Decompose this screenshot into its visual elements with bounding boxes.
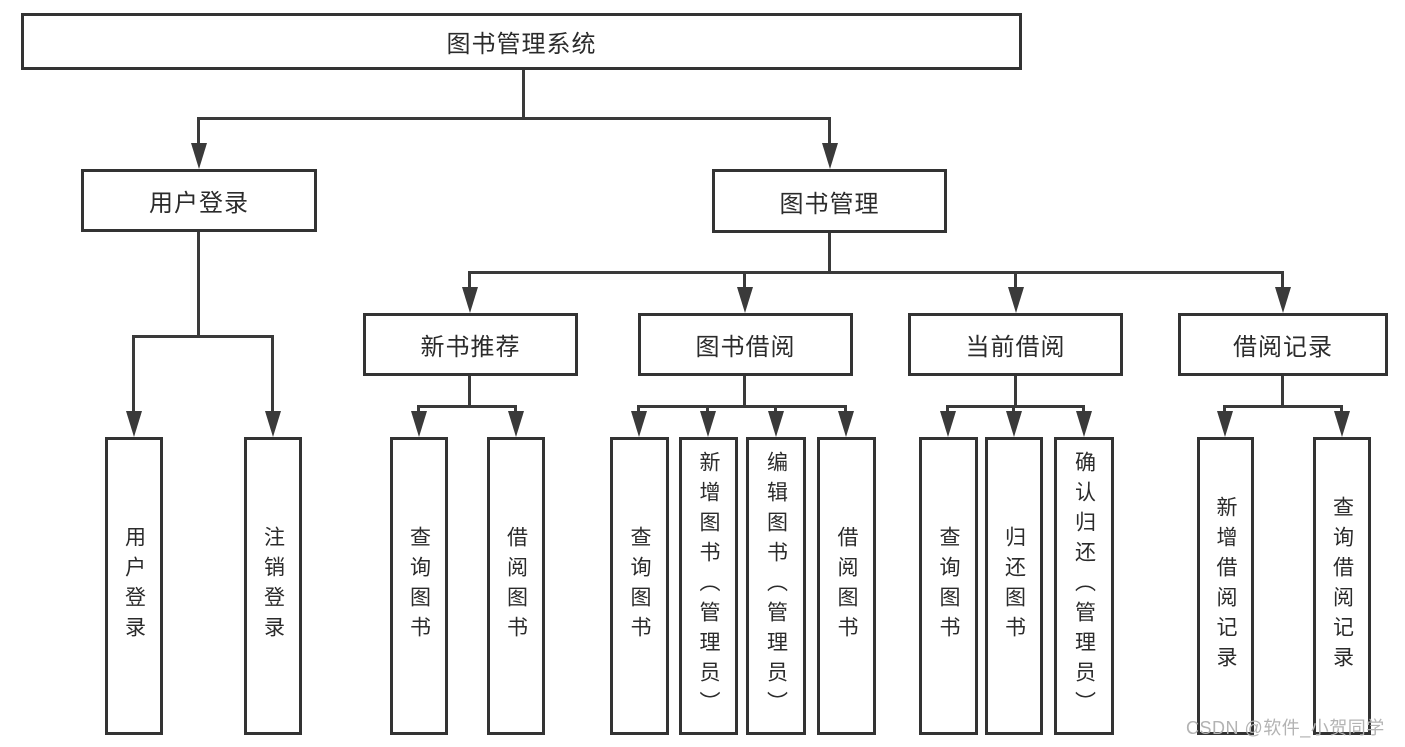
node-label: 当前借阅 xyxy=(965,334,1066,361)
connector-line xyxy=(743,376,746,407)
leaf-label: 新增图书（管理员） xyxy=(697,451,720,721)
leaf-query-borrow-record: 查询借阅记录 xyxy=(1313,437,1371,735)
arrow-down-icon xyxy=(768,411,784,437)
node-label: 图书借阅 xyxy=(695,334,796,361)
leaf-label: 查询图书 xyxy=(628,526,651,646)
leaf-label: 借阅图书 xyxy=(835,526,858,646)
leaf-return-books: 归还图书 xyxy=(985,437,1043,735)
leaf-query-books: 查询图书 xyxy=(390,437,448,735)
connector-line xyxy=(1014,271,1017,289)
leaf-label: 注销登录 xyxy=(261,526,285,646)
leaf-label: 查询借阅记录 xyxy=(1330,496,1354,676)
leaf-edit-books-admin: 编辑图书（管理员） xyxy=(746,437,806,735)
leaf-borrow-books: 借阅图书 xyxy=(487,437,545,735)
connector-line xyxy=(946,405,949,413)
node-user-login: 用户登录 xyxy=(81,169,317,232)
connector-line xyxy=(522,70,525,118)
connector-line xyxy=(946,405,1085,408)
connector-line xyxy=(1340,405,1343,413)
node-label: 新书推荐 xyxy=(420,334,521,361)
arrow-down-icon xyxy=(1334,411,1350,437)
arrow-down-icon xyxy=(1217,411,1233,437)
connector-line xyxy=(132,335,135,413)
node-label: 借阅记录 xyxy=(1233,334,1333,361)
leaf-borrow-books: 借阅图书 xyxy=(817,437,876,735)
leaf-label: 归还图书 xyxy=(1002,526,1026,646)
arrow-down-icon xyxy=(462,287,478,313)
arrow-down-icon xyxy=(1006,411,1022,437)
arrow-down-icon xyxy=(631,411,647,437)
arrow-down-icon xyxy=(508,411,524,437)
connector-line xyxy=(514,405,517,413)
leaf-label: 借阅图书 xyxy=(504,526,528,646)
connector-line xyxy=(1082,405,1085,413)
connector-line xyxy=(706,405,709,413)
connector-line xyxy=(468,271,471,289)
arrow-down-icon xyxy=(1008,287,1024,313)
leaf-query-books: 查询图书 xyxy=(610,437,669,735)
leaf-label: 用户登录 xyxy=(122,526,146,646)
connector-line xyxy=(828,117,831,147)
connector-line xyxy=(468,271,1284,274)
leaf-add-borrow-record: 新增借阅记录 xyxy=(1197,437,1254,735)
arrow-down-icon xyxy=(838,411,854,437)
leaf-query-books: 查询图书 xyxy=(919,437,978,735)
node-book-borrowing: 图书借阅 xyxy=(638,313,853,376)
leaf-label: 查询图书 xyxy=(407,526,431,646)
leaf-logout: 注销登录 xyxy=(244,437,302,735)
arrow-down-icon xyxy=(191,143,207,169)
node-borrow-records: 借阅记录 xyxy=(1178,313,1388,376)
arrow-down-icon xyxy=(737,287,753,313)
leaf-label: 编辑图书（管理员） xyxy=(764,451,788,721)
connector-line xyxy=(1281,376,1284,407)
connector-line xyxy=(828,233,831,273)
node-new-book-recommend: 新书推荐 xyxy=(363,313,578,376)
connector-line xyxy=(1012,405,1015,413)
node-label: 用户登录 xyxy=(149,190,249,217)
leaf-add-books-admin: 新增图书（管理员） xyxy=(679,437,738,735)
node-label: 图书管理 xyxy=(779,190,880,218)
connector-line xyxy=(1223,405,1226,413)
arrow-down-icon xyxy=(822,143,838,169)
connector-line xyxy=(637,405,847,408)
leaf-confirm-return-admin: 确认归还（管理员） xyxy=(1054,437,1114,735)
arrow-down-icon xyxy=(1275,287,1291,313)
connector-line xyxy=(197,117,200,147)
connector-line xyxy=(844,405,847,413)
leaf-user-login: 用户登录 xyxy=(105,437,163,735)
connector-line xyxy=(1281,271,1284,289)
leaf-label: 确认归还（管理员） xyxy=(1072,451,1096,721)
node-current-borrowing: 当前借阅 xyxy=(908,313,1123,376)
leaf-label: 新增借阅记录 xyxy=(1214,496,1237,676)
connector-line xyxy=(132,335,274,338)
connector-line xyxy=(197,232,200,337)
connector-line xyxy=(1223,405,1343,408)
arrow-down-icon xyxy=(126,411,142,437)
connector-line xyxy=(417,405,420,413)
arrow-down-icon xyxy=(700,411,716,437)
connector-line xyxy=(417,405,517,408)
node-book-management: 图书管理 xyxy=(712,169,947,233)
node-label: 图书管理系统 xyxy=(446,31,597,58)
connector-line xyxy=(271,335,274,413)
arrow-down-icon xyxy=(940,411,956,437)
connector-line xyxy=(743,271,746,289)
connector-line xyxy=(637,405,640,413)
leaf-label: 查询图书 xyxy=(937,526,960,646)
connector-line xyxy=(1014,376,1017,407)
arrow-down-icon xyxy=(265,411,281,437)
connector-line xyxy=(197,117,831,120)
arrow-down-icon xyxy=(411,411,427,437)
csdn-watermark: CSDN @软件_小贺同学 xyxy=(1186,718,1385,738)
node-library-management-system: 图书管理系统 xyxy=(21,13,1022,70)
arrow-down-icon xyxy=(1076,411,1092,437)
connector-line xyxy=(774,405,777,413)
connector-line xyxy=(468,376,471,407)
